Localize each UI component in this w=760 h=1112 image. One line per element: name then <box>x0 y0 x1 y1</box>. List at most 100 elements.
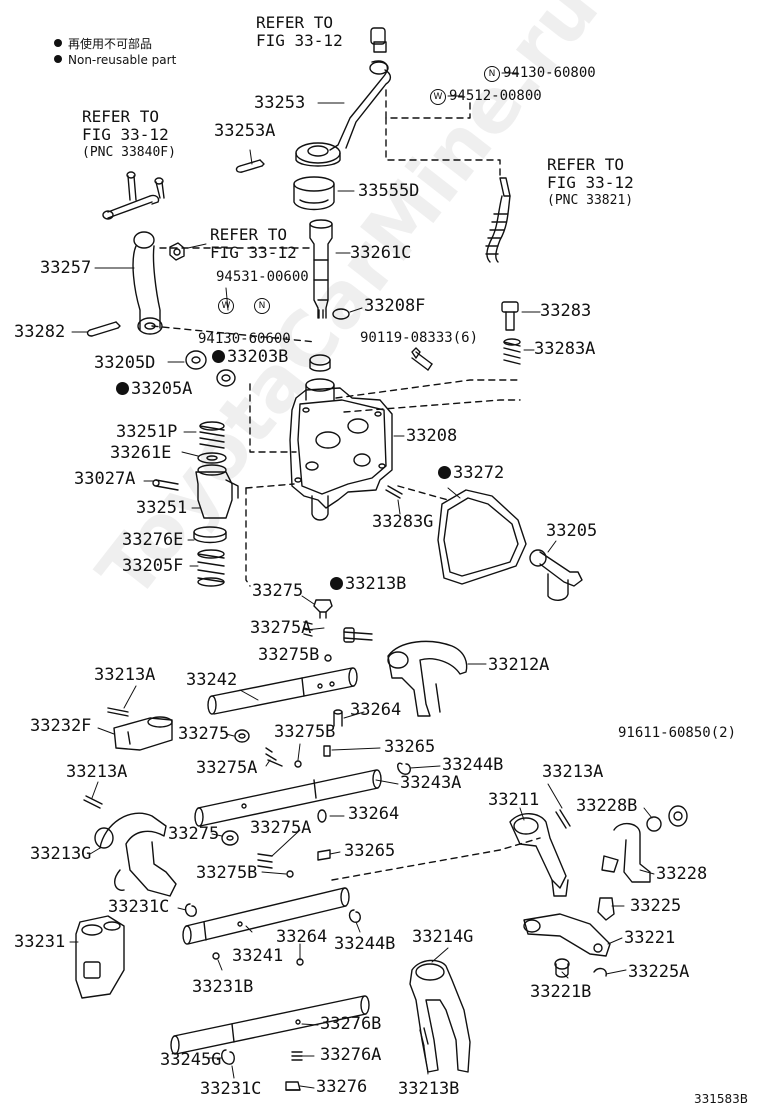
part-label: 33283G <box>372 512 434 532</box>
lever-33211-drawing <box>509 813 569 897</box>
part-label: 33205D <box>94 353 156 373</box>
refer-line2: FIG 33-12 <box>547 173 634 192</box>
bracket-33228-drawing <box>601 823 651 883</box>
part-label: 33264 <box>348 804 400 824</box>
non-reusable-dot-icon <box>330 577 343 590</box>
part-label: 33261C <box>350 243 412 263</box>
part-label: 33212A <box>488 655 550 675</box>
part-label: 33221B <box>530 982 592 1002</box>
part-label: 91611-60850(2) <box>618 725 737 741</box>
refer-line1: REFER TO <box>547 155 625 174</box>
part-label: 33241 <box>232 946 284 966</box>
legend-text-en: Non-reusable part <box>68 53 177 67</box>
part-label: 33251P <box>116 422 178 442</box>
part-label: 33231C <box>200 1079 262 1099</box>
part-label: 33213G <box>30 844 92 864</box>
shaft-33241-drawing <box>182 887 350 945</box>
bolt-33253A-drawing <box>235 159 265 173</box>
bushing-33555D-drawing <box>293 176 335 211</box>
part-label: 33275A <box>250 618 312 638</box>
legend: 再使用不可部品 Non-reusable part <box>54 36 176 68</box>
part-label: 33244B <box>334 934 396 954</box>
refer-pnc: (PNC 33821) <box>547 193 634 208</box>
lever-33257-drawing <box>102 171 165 335</box>
part-label: 33275B <box>274 722 336 742</box>
legend-text-jp: 再使用不可部品 <box>68 37 153 51</box>
part-label: 33232F <box>30 716 92 736</box>
refer-note-mid: REFER TO FIG 33-12 <box>210 226 297 262</box>
part-label: 90119-08333(6) <box>360 330 479 346</box>
part-label: 33231C <box>108 897 170 917</box>
block-33231-drawing <box>75 915 125 999</box>
non-reusable-mark-icon: N <box>254 298 270 314</box>
gasket-33272-drawing <box>437 489 527 585</box>
plate-33221-drawing <box>523 913 611 957</box>
part-label: 33275B <box>196 863 258 883</box>
part-label: 33228B <box>576 796 638 816</box>
part-label: 33205F <box>122 556 184 576</box>
part-label: 33221 <box>624 928 676 948</box>
part-label: 33245G <box>160 1050 222 1070</box>
part-label: 94531-00600 <box>216 269 309 285</box>
part-label: 33276B <box>320 1014 382 1034</box>
leader-lines <box>69 72 655 1089</box>
part-label: 33275 <box>252 581 304 601</box>
part-label: 33244B <box>442 755 504 775</box>
part-label: 33228 <box>656 864 708 884</box>
part-label: 33272 <box>438 465 504 482</box>
part-label: 33283 <box>540 301 592 321</box>
part-label: 33251 <box>136 498 188 518</box>
part-label: 33275A <box>196 758 258 778</box>
shaft-33245G-drawing <box>170 995 370 1055</box>
part-label: 94130-60600 <box>198 331 291 347</box>
refer-note-left: REFER TO FIG 33-12 (PNC 33840F) <box>82 108 176 162</box>
shaft-33243A-drawing <box>194 769 382 827</box>
part-label: 33275A <box>250 818 312 838</box>
part-label: 33264 <box>350 700 402 720</box>
part-label: 33231 <box>14 932 66 952</box>
housing-33208-drawing <box>289 378 393 521</box>
part-label: 33213A <box>542 762 604 782</box>
part-label: 33275B <box>258 645 320 665</box>
part-label: 33257 <box>40 258 92 278</box>
legend-row-jp: 再使用不可部品 <box>54 36 176 52</box>
part-label: 33213A <box>94 665 156 685</box>
part-label: 33283A <box>534 339 596 359</box>
refer-line2: FIG 33-12 <box>256 31 343 50</box>
part-label: 33276 <box>316 1077 368 1097</box>
cable-33821-drawing <box>485 177 511 263</box>
part-label: 33282 <box>14 322 66 342</box>
part-label: 33205A <box>116 381 192 398</box>
part-label: 33208 <box>406 426 458 446</box>
washer-mark-icon: W <box>430 89 446 105</box>
refer-note-right: REFER TO FIG 33-12 (PNC 33821) <box>547 156 634 210</box>
part-label: 33253A <box>214 121 276 141</box>
block-33232F-drawing <box>113 716 173 751</box>
refer-note-top: REFER TO FIG 33-12 <box>256 14 343 50</box>
legend-row-en: Non-reusable part <box>54 52 176 68</box>
lever-33253-drawing <box>295 27 392 167</box>
washer-mark-icon: W <box>218 298 234 314</box>
refer-line1: REFER TO <box>210 225 288 244</box>
shaft-33242-drawing <box>207 667 358 715</box>
part-label: 33208F <box>364 296 426 316</box>
bullet-icon <box>54 55 62 63</box>
part-label: 33265 <box>344 841 396 861</box>
part-label: 33225A <box>628 962 690 982</box>
part-label: 33276A <box>320 1045 382 1065</box>
part-label: 33231B <box>192 977 254 997</box>
part-label: 33264 <box>276 927 328 947</box>
shaft-33261C-drawing <box>309 219 333 319</box>
part-label: 33555D <box>358 181 420 201</box>
part-label: 33027A <box>74 469 136 489</box>
part-label: 33225 <box>630 896 682 916</box>
lever-33205-drawing <box>529 549 583 601</box>
refer-line2: FIG 33-12 <box>210 243 297 262</box>
part-label: 33213B <box>330 576 406 593</box>
part-label: 33261E <box>110 443 172 463</box>
mark-label: N <box>254 298 273 314</box>
